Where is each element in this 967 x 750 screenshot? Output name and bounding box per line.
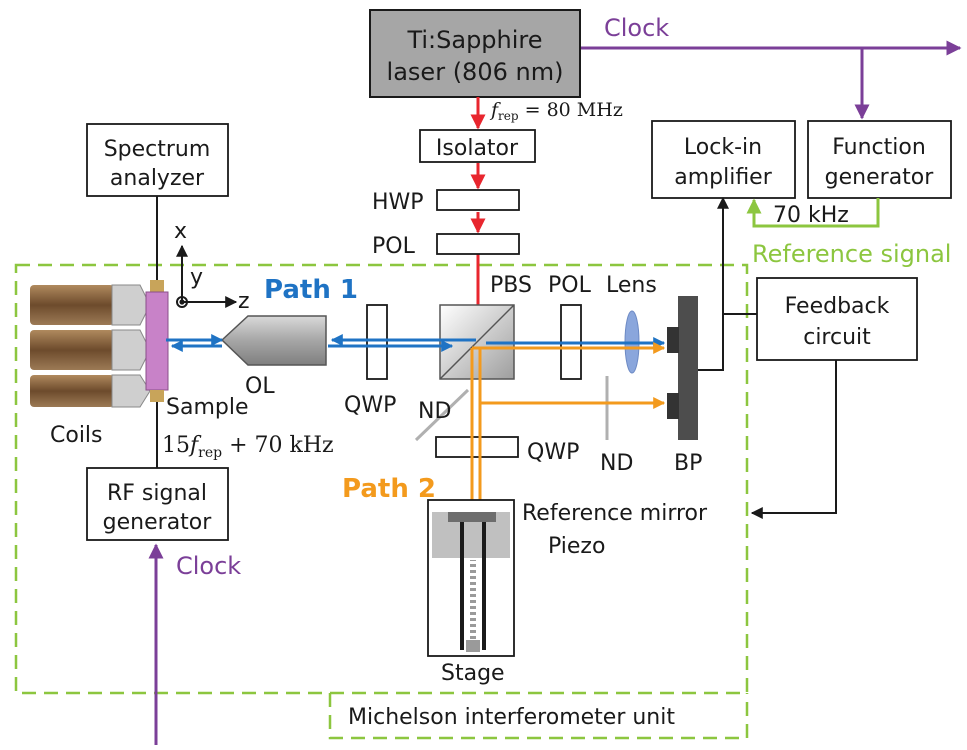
pbs-diagonal xyxy=(439,304,515,380)
laser-label-line2: laser (806 nm) xyxy=(387,58,564,86)
frep-label: frep = 80 MHz xyxy=(489,99,623,123)
stage-label: Stage xyxy=(441,661,505,686)
lockin-label-line2: amplifier xyxy=(674,165,772,190)
qwp-plate-bottom xyxy=(435,436,519,458)
lens-label: Lens xyxy=(606,273,657,298)
balanced-photodetector xyxy=(678,296,698,440)
sample-cap-bottom xyxy=(150,390,164,402)
spectrum-label-line2: analyzer xyxy=(110,166,205,191)
photodetector-wiring xyxy=(697,196,837,519)
axis-z-label: z xyxy=(238,289,250,314)
ti-sapphire-laser xyxy=(369,9,581,98)
axis-x-label: x xyxy=(174,219,187,244)
rf-gen-label-line2: generator xyxy=(103,510,213,535)
sample-label: Sample xyxy=(166,395,249,420)
photodiode-top xyxy=(667,327,679,353)
nd-label-left: ND xyxy=(418,399,451,424)
clock-label-bottom: Clock xyxy=(176,552,241,580)
qwp-label-bottom: QWP xyxy=(527,440,579,465)
path1-label: Path 1 xyxy=(264,275,358,305)
path1-beam xyxy=(166,334,666,352)
khz70-label: 70 kHz xyxy=(773,203,849,228)
michelson-unit-frame xyxy=(14,263,749,695)
reference-signal-label: Reference signal xyxy=(752,240,951,268)
axis-y-label: y xyxy=(190,265,203,290)
function-gen-label-line1: Function xyxy=(832,135,926,160)
pol-label-top: POL xyxy=(372,234,416,259)
pol-plate-top xyxy=(436,233,520,255)
drive-frequency-label: 15frep + 70 kHz xyxy=(162,433,334,461)
feedback-circuit xyxy=(756,277,918,361)
lockin-amplifier xyxy=(651,120,796,199)
rf-gen-label-line1: RF signal xyxy=(107,481,207,506)
michelson-unit-label: Michelson interferometer unit xyxy=(348,705,675,730)
hwp-plate xyxy=(436,189,520,211)
isolator xyxy=(419,129,536,163)
coils-label: Coils xyxy=(50,423,103,448)
reference-signal-line xyxy=(746,198,880,228)
path2-beam xyxy=(470,342,666,513)
piezo-label: Piezo xyxy=(548,534,605,559)
stage-base xyxy=(466,640,480,652)
michelson-unit-label-frame xyxy=(328,693,749,740)
feedback-label-line2: circuit xyxy=(803,325,871,350)
spectrum-label-line1: Spectrum xyxy=(104,137,211,162)
sample-cap-top xyxy=(150,280,164,292)
laser-label-line1: Ti:Sapphire xyxy=(406,26,542,54)
qwp-label-left: QWP xyxy=(344,393,396,418)
hwp-label: HWP xyxy=(372,190,424,215)
coils xyxy=(30,284,151,408)
nd-label-right: ND xyxy=(600,451,633,476)
ol-label: OL xyxy=(245,374,275,399)
sample xyxy=(145,291,169,391)
pbs-label: PBS xyxy=(490,273,532,298)
function-gen-label-line2: generator xyxy=(825,165,935,190)
nd-filter-left xyxy=(414,388,470,442)
qwp-plate-left xyxy=(366,304,388,380)
rf-signal-generator xyxy=(86,467,229,541)
pol-label-right: POL xyxy=(548,273,592,298)
lockin-label-line1: Lock-in xyxy=(684,135,762,160)
function-generator xyxy=(807,120,952,199)
clock-label-top: Clock xyxy=(604,14,669,42)
coordinate-axes xyxy=(176,244,238,308)
clock-lines xyxy=(148,40,962,745)
photodiode-bottom xyxy=(667,393,679,419)
bp-label: BP xyxy=(674,451,702,476)
objective-lens xyxy=(220,315,327,366)
ref-mirror-label: Reference mirror xyxy=(522,501,708,526)
path2-label: Path 2 xyxy=(342,474,436,504)
reference-mirror xyxy=(448,512,496,522)
stage-spring xyxy=(470,560,476,640)
feedback-label-line1: Feedback xyxy=(785,294,890,319)
isolator-label: Isolator xyxy=(436,136,519,161)
